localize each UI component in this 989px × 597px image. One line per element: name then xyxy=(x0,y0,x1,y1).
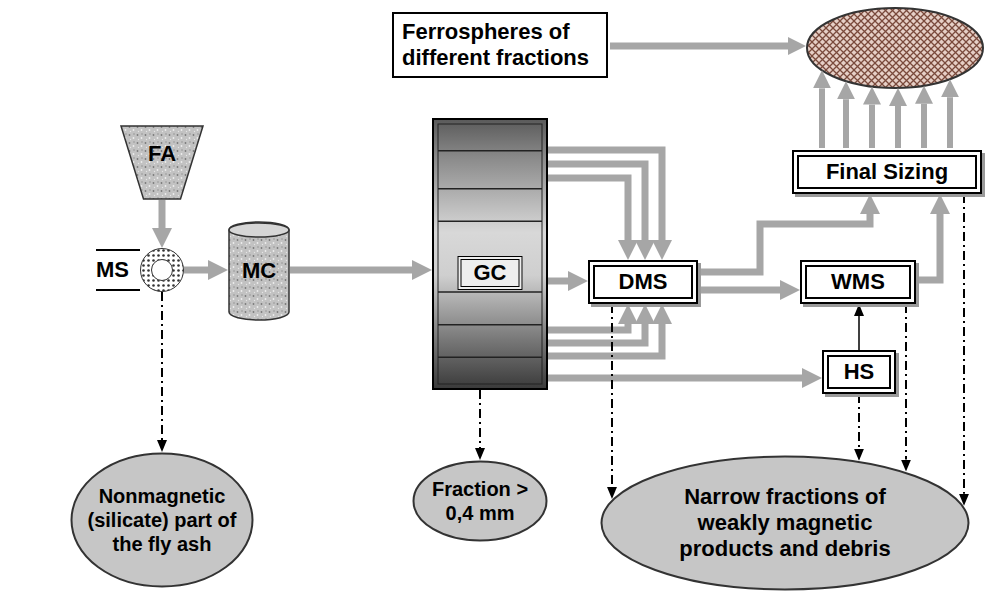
waste-flow-arrow xyxy=(480,390,481,448)
flow-arrow xyxy=(162,200,163,228)
process-box: DMS xyxy=(588,260,698,304)
node-label: MC xyxy=(242,258,276,284)
output-arrow xyxy=(869,105,875,148)
node-label: WMS xyxy=(831,270,885,294)
node-label: HS xyxy=(844,360,875,384)
arrow-path xyxy=(479,390,481,448)
output-arrow xyxy=(947,97,953,148)
waste-flow-arrow xyxy=(612,304,613,487)
arrow-path xyxy=(963,194,965,494)
node-label: FA xyxy=(148,141,176,167)
process-box: Final Sizing xyxy=(792,150,982,194)
output-arrow xyxy=(819,88,825,148)
flow-arrow xyxy=(916,214,940,280)
node-label: GC xyxy=(458,256,523,290)
arrow-path xyxy=(548,178,628,240)
output-arrow xyxy=(610,43,788,50)
arrow-path xyxy=(548,150,662,240)
fly-ash-hopper: FA xyxy=(120,125,204,200)
arrow-path xyxy=(290,267,412,274)
output-label-box: Ferrospheres of different fractions xyxy=(392,12,608,78)
arrow-path xyxy=(548,375,802,382)
arrow-path xyxy=(184,267,208,274)
node-label: Fraction > 0,4 mm xyxy=(428,477,532,525)
node-label: Ferrospheres of different fractions xyxy=(402,19,598,71)
waste-flow-arrow xyxy=(906,304,907,460)
waste-flow-arrow xyxy=(964,194,965,494)
node-label: Final Sizing xyxy=(826,160,948,184)
node-shape xyxy=(412,460,548,542)
arrow-path xyxy=(858,394,860,449)
arrow-path xyxy=(548,324,628,330)
node-label: DMS xyxy=(619,270,668,294)
waste-flow-arrow xyxy=(162,292,163,440)
flow-arrow xyxy=(548,150,662,356)
output-arrow xyxy=(895,106,901,148)
waste-ellipse: Nonmagnetic (silicate) part of the fly a… xyxy=(70,452,254,588)
node-shape xyxy=(432,118,548,390)
node-label: MS xyxy=(96,257,129,283)
flow-arrow xyxy=(698,290,780,291)
arrow-path xyxy=(858,316,860,350)
flow-arrow xyxy=(548,378,802,379)
arrow-path xyxy=(905,304,907,460)
arrow-path xyxy=(548,164,645,240)
flow-arrow xyxy=(859,316,860,350)
node-label: Nonmagnetic (silicate) part of the fly a… xyxy=(82,484,242,556)
waste-flow-arrow xyxy=(859,394,860,449)
arrow-path xyxy=(159,200,166,228)
arrow-path xyxy=(548,278,568,285)
waste-ellipse: Narrow fractions of weakly magnetic prod… xyxy=(600,455,970,591)
arrow-path xyxy=(161,292,163,440)
output-arrow xyxy=(921,104,927,148)
process-box: HS xyxy=(822,350,896,394)
flow-arrow xyxy=(290,270,412,271)
magnetic-separator: MS xyxy=(96,248,184,292)
node-label: Narrow fractions of weakly magnetic prod… xyxy=(669,484,901,562)
output-arrow xyxy=(843,99,849,148)
arrow-path xyxy=(916,214,940,280)
granulometric-classifier: GC xyxy=(432,118,548,390)
waste-ellipse: Fraction > 0,4 mm xyxy=(412,460,548,542)
process-box: WMS xyxy=(800,260,916,304)
magnetic-concentrate: MC xyxy=(228,222,290,320)
output-arrows xyxy=(822,88,950,148)
arrow-path xyxy=(611,304,613,487)
arrow-path xyxy=(548,324,662,356)
arrow-path xyxy=(698,287,780,294)
ferrosphere-pile xyxy=(807,8,983,88)
arrow-path xyxy=(548,324,645,343)
flow-arrow xyxy=(184,270,208,271)
